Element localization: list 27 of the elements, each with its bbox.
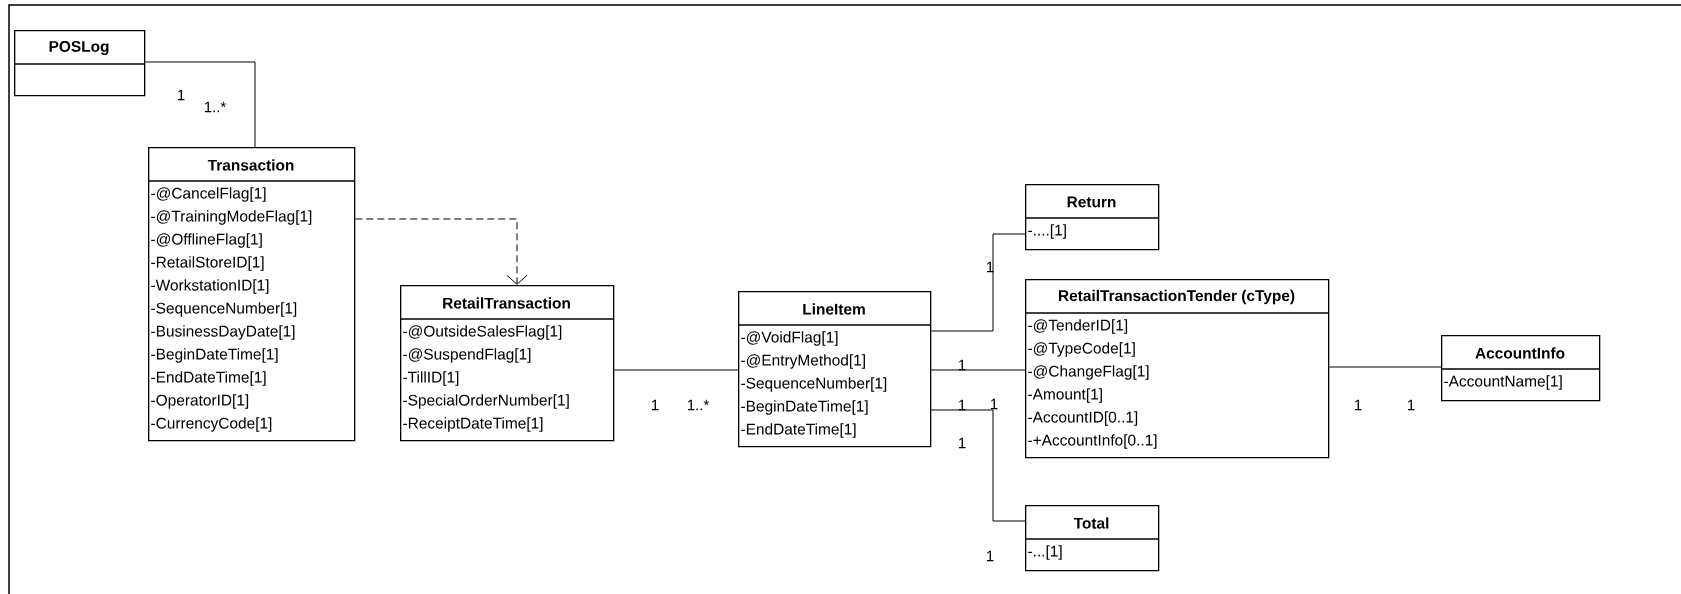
multiplicity-label: 1	[987, 261, 994, 273]
class-box: POSLog	[13, 30, 146, 97]
multiplicity-label: 1	[959, 399, 966, 411]
multiplicity-label: 1	[652, 399, 659, 411]
association-line	[930, 233, 1026, 332]
multiplicity-label: 1	[178, 89, 185, 101]
association-line	[613, 369, 739, 371]
multiplicity-label: 1..*	[204, 101, 226, 113]
multiplicity-label: 1..*	[687, 399, 709, 411]
multiplicity-label: 1	[959, 437, 966, 449]
multiplicity-label: 1	[1355, 399, 1362, 411]
class-box: Total -...[1]	[1024, 505, 1160, 572]
association-line	[930, 369, 1026, 371]
class-box: LineItem -@VoidFlag[1] -@EntryMethod[1] -SequenceNumber[1] -BeginDateTime[1] -EndDateTime[1]	[737, 291, 932, 448]
class-box: AccountInfo -AccountName[1]	[1440, 335, 1601, 402]
association-line	[144, 61, 256, 148]
class-box: Transaction -@CancelFlag[1] -@TrainingModeFlag[1] -@OfflineFlag[1] -RetailStoreID[1] -WorkstationID[1] -SequenceNumber[1] -BusinessDayDate[1] -BeginDateTime[1] -EndDateTime[1] -OperatorID[1] -CurrencyCode[1]	[147, 147, 356, 442]
multiplicity-label: 1	[987, 550, 994, 562]
class-box: RetailTransactionTender (cType) -@TenderID[1] -@TypeCode[1] -@ChangeFlag[1] -Amount[1] -AccountID[0..1] -+AccountInfo[0..1]	[1024, 279, 1330, 459]
class-box: RetailTransaction -@OutsideSalesFlag[1] -@SuspendFlag[1] -TillID[1] -SpecialOrderNumber[1] -ReceiptDateTime[1]	[399, 285, 615, 442]
dependency-arrow	[354, 218, 528, 285]
association-line	[930, 409, 1026, 522]
multiplicity-label: 1	[1408, 399, 1415, 411]
multiplicity-label: 1	[991, 398, 998, 410]
multiplicity-label: 1	[959, 359, 966, 371]
class-box: Return -....[1]	[1024, 184, 1160, 251]
association-line	[1328, 366, 1442, 368]
